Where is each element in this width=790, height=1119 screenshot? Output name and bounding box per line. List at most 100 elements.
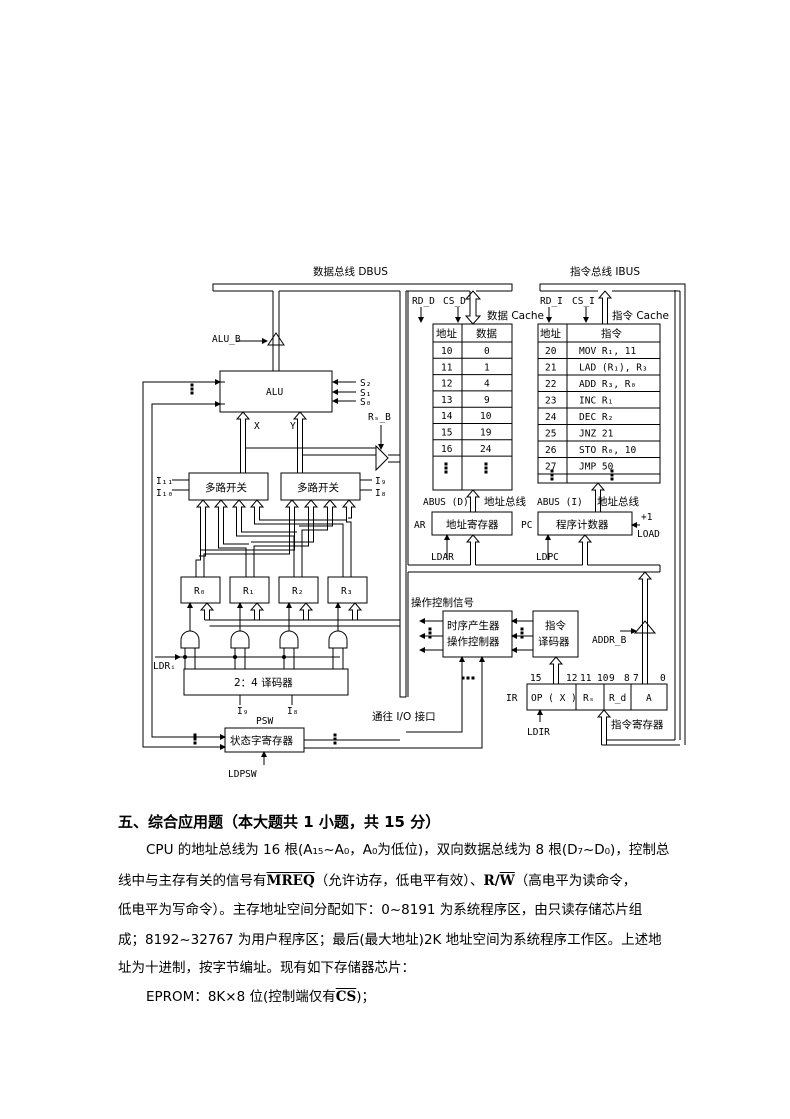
instr-cache-instruction-cell: DEC R₂ <box>579 412 613 423</box>
instr-cache-address-cell: 24 <box>545 412 557 423</box>
rd-i-label: RD_I <box>540 296 563 307</box>
ellipsis-icon <box>520 635 524 639</box>
register-r2 <box>278 576 319 604</box>
rw-signal-w: W <box>499 873 515 889</box>
ellipsis-icon <box>193 741 197 745</box>
wire <box>251 508 314 543</box>
register-r0-label: R₀ <box>194 586 205 597</box>
ir-field-rd: R_d <box>609 693 626 704</box>
instr-cache-out-icon <box>597 290 613 324</box>
mux-input-arrow-icon <box>284 499 300 508</box>
question-heading: 五、综合应用题（本大题共 1 小题，共 15 分） <box>118 813 441 831</box>
data-cache-value-cell: 10 <box>480 411 492 422</box>
address-register-label: 地址寄存器 <box>446 518 499 531</box>
rs-b-label: Rₛ_B <box>368 412 391 423</box>
mreq-signal: MREQ <box>266 873 315 889</box>
instr-cache-address-cell: 21 <box>545 363 557 374</box>
instr-cache-instruction-cell: ADD R₃, R₀ <box>579 379 636 390</box>
i9-label: I₉ <box>375 476 386 487</box>
instr-cache-instruction-cell: JMP 50 <box>579 462 614 473</box>
text: 线中与主存有关的信号有 <box>118 873 267 889</box>
timing-controller <box>442 610 513 658</box>
ellipsis-icon <box>333 737 337 741</box>
wire <box>406 657 463 733</box>
junction-dot <box>282 655 286 659</box>
instruction-register <box>526 683 668 711</box>
ellipsis-icon <box>610 477 614 481</box>
question-line-2: 线中与主存有关的信号有MREQ（允许访存，低电平有效）、R/W（高电平为读命令， <box>118 869 636 889</box>
register-r1 <box>229 576 270 604</box>
bit-9: 9 <box>609 673 615 684</box>
alu-tristate-buffer-icon <box>267 332 285 346</box>
wire <box>142 381 225 748</box>
ellipsis-icon <box>190 383 194 387</box>
wires <box>142 283 686 765</box>
bit-12: 12 <box>566 673 577 684</box>
and-gate-icon <box>328 630 348 649</box>
question-line-3: 低电平为写命令）。主存地址空间分配如下：0~8191 为系统程序区，由只读存储芯… <box>118 902 643 918</box>
register-r0 <box>180 576 221 604</box>
ellipsis-icon <box>428 631 432 635</box>
timing-label-1: 时序产生器 <box>447 619 500 632</box>
and-gate-icon <box>230 630 250 649</box>
pc-input-arrow-icon <box>577 534 593 565</box>
instr-cache-label: 指令 Cache <box>612 309 669 322</box>
i11-label: I₁₁ <box>156 476 173 487</box>
ellipsis-icon <box>333 733 337 737</box>
ellipsis-icon <box>444 462 448 466</box>
bit-0: 0 <box>660 673 666 684</box>
data-cache-address-cell: 13 <box>441 395 452 406</box>
ellipsis-icon <box>444 470 448 474</box>
op-ctrl-label: 操作控制信号 <box>411 596 474 609</box>
ellipsis-icon <box>444 466 448 470</box>
ellipsis-icon <box>520 631 524 635</box>
data-cache-value-cell: 4 <box>484 379 490 390</box>
data-cache-address-cell: 11 <box>441 362 453 373</box>
address-register <box>431 511 513 536</box>
data-cache-value-cell: 24 <box>480 444 492 455</box>
ellipsis-icon <box>190 387 194 391</box>
pc-label: PC <box>521 520 532 531</box>
data-cache-address-cell: 14 <box>441 411 453 422</box>
rd-d-label: RD_D <box>412 296 435 307</box>
ellipsis-icon <box>484 470 488 474</box>
and-gate-icon <box>180 630 200 649</box>
load-label: LOAD <box>637 529 660 540</box>
ellipsis-icon <box>484 462 488 466</box>
instr-cache-address-cell: 22 <box>545 379 556 390</box>
s1-label: S₁ <box>360 388 371 399</box>
and-gate-icon <box>279 630 299 649</box>
ldar-label: LDAR <box>431 552 454 563</box>
wire <box>218 508 247 577</box>
decoder-2-4 <box>183 668 349 696</box>
ellipsis-icon <box>550 469 554 473</box>
addr-bus-label-d: 地址总线 <box>484 495 526 508</box>
abus-d-label: ABUS (D) <box>423 497 469 508</box>
register-input-arrow-icon <box>199 602 215 620</box>
ldir-label: LDIR <box>527 727 550 738</box>
instr-cache-address-cell: 25 <box>545 429 556 440</box>
psw-register <box>224 727 305 753</box>
rs-buffer-icon <box>375 444 389 472</box>
ellipsis-icon <box>610 469 614 473</box>
i8-label: I₈ <box>375 488 386 499</box>
ellipsis-icon <box>550 477 554 481</box>
mux-input-arrow-icon <box>213 499 229 508</box>
ldri-label: LDRᵢ <box>153 661 176 672</box>
mux-input-arrow-icon <box>341 499 357 508</box>
ar-input-arrow-icon <box>465 534 481 565</box>
instr-cache-address-cell: 20 <box>545 346 557 357</box>
wire <box>223 508 249 545</box>
instr-cache-address-cell: 26 <box>545 445 557 456</box>
bit-10: 10 <box>597 673 609 684</box>
program-counter <box>537 511 633 536</box>
mux-left <box>188 472 269 501</box>
text: （高电平为读命令， <box>514 873 637 889</box>
ir-to-decoder-icon <box>548 656 564 684</box>
dbus-label: 数据总线 DBUS <box>313 265 388 278</box>
wire <box>346 508 352 577</box>
wire <box>236 508 295 577</box>
ir-label: IR <box>506 693 518 704</box>
instr-cache-instruction-cell: INC R₁ <box>579 396 613 407</box>
wire <box>253 508 309 577</box>
